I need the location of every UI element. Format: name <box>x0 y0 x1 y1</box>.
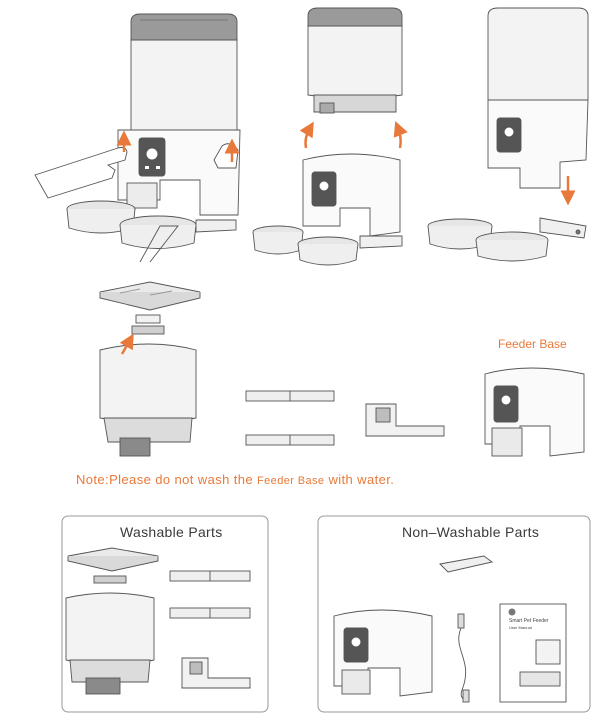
manual-subtitle: User Manual <box>509 625 532 630</box>
step-4-exploded-hopper <box>99 281 201 457</box>
step-4-arrows <box>119 333 134 355</box>
washable-parts-title: Washable Parts <box>120 524 223 540</box>
step-2-hopper-removed <box>252 7 403 266</box>
loose-trays <box>245 390 335 446</box>
non-washable-parts-title: Non–Washable Parts <box>402 524 540 540</box>
chute-part <box>365 403 445 437</box>
manual-title: Smart Pet Feeder <box>509 618 549 624</box>
step-2-arrows <box>299 121 408 149</box>
note-highlight: Feeder Base <box>257 475 325 487</box>
note-text: Note:Please do not wash the Feeder Base … <box>76 472 394 487</box>
note-prefix: Note:Please do not wash the <box>76 472 258 487</box>
washable-parts-items <box>65 547 251 695</box>
feeder-base-illustration <box>484 367 585 457</box>
step-1-lift-hopper <box>34 13 241 263</box>
step-1-arrows <box>116 130 240 162</box>
step-3-remove-tray <box>427 7 589 262</box>
feeder-base-label: Feeder Base <box>498 337 567 351</box>
non-washable-parts-items <box>333 555 567 703</box>
note-suffix: with water. <box>324 472 395 487</box>
